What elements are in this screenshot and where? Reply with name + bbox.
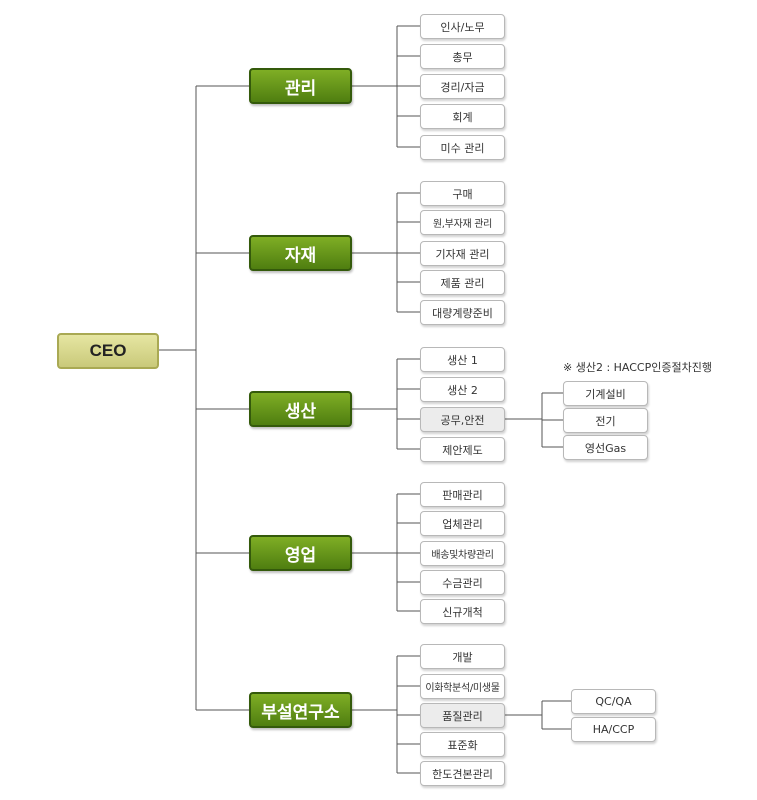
item-engineering-safety: 공무,안전 <box>420 407 505 432</box>
sub-electric: 전기 <box>563 408 648 433</box>
item-receivables: 미수 관리 <box>420 135 505 160</box>
dept-sales: 영업 <box>249 535 352 571</box>
sub-qc-qa: QC/QA <box>571 689 656 714</box>
dept-research-lab: 부설연구소 <box>249 692 352 728</box>
item-development: 개발 <box>420 644 505 669</box>
item-production-1: 생산 1 <box>420 347 505 372</box>
ceo-box: CEO <box>57 333 159 369</box>
item-finance-funds: 경리/자금 <box>420 74 505 99</box>
item-limit-sample: 한도견본관리 <box>420 761 505 786</box>
item-chem-micro-analysis: 이화학분석/미생물 <box>420 674 505 699</box>
item-sales-management: 판매관리 <box>420 482 505 507</box>
item-raw-materials: 원,부자재 관리 <box>420 210 505 235</box>
item-collections: 수금관리 <box>420 570 505 595</box>
dept-management: 관리 <box>249 68 352 104</box>
item-bulk-weighing: 대량계량준비 <box>420 300 505 325</box>
item-standardization: 표준화 <box>420 732 505 757</box>
item-general-affairs: 총무 <box>420 44 505 69</box>
dept-production: 생산 <box>249 391 352 427</box>
production-note: ※ 생산2 : HACCP인증절차진행 <box>563 361 712 374</box>
item-product-management: 제품 관리 <box>420 270 505 295</box>
item-purchasing: 구매 <box>420 181 505 206</box>
item-delivery-vehicle: 배송및차량관리 <box>420 541 505 566</box>
sub-ha-ccp: HA/CCP <box>571 717 656 742</box>
item-equipment-materials: 기자재 관리 <box>420 241 505 266</box>
item-suggestion-system: 제안제도 <box>420 437 505 462</box>
sub-machinery: 기계설비 <box>563 381 648 406</box>
item-hr-labor: 인사/노무 <box>420 14 505 39</box>
item-vendor-management: 업체관리 <box>420 511 505 536</box>
item-quality-management: 품질관리 <box>420 703 505 728</box>
item-new-business: 신규개척 <box>420 599 505 624</box>
item-accounting: 회계 <box>420 104 505 129</box>
sub-building-gas: 영선Gas <box>563 435 648 460</box>
item-production-2: 생산 2 <box>420 377 505 402</box>
dept-materials: 자재 <box>249 235 352 271</box>
